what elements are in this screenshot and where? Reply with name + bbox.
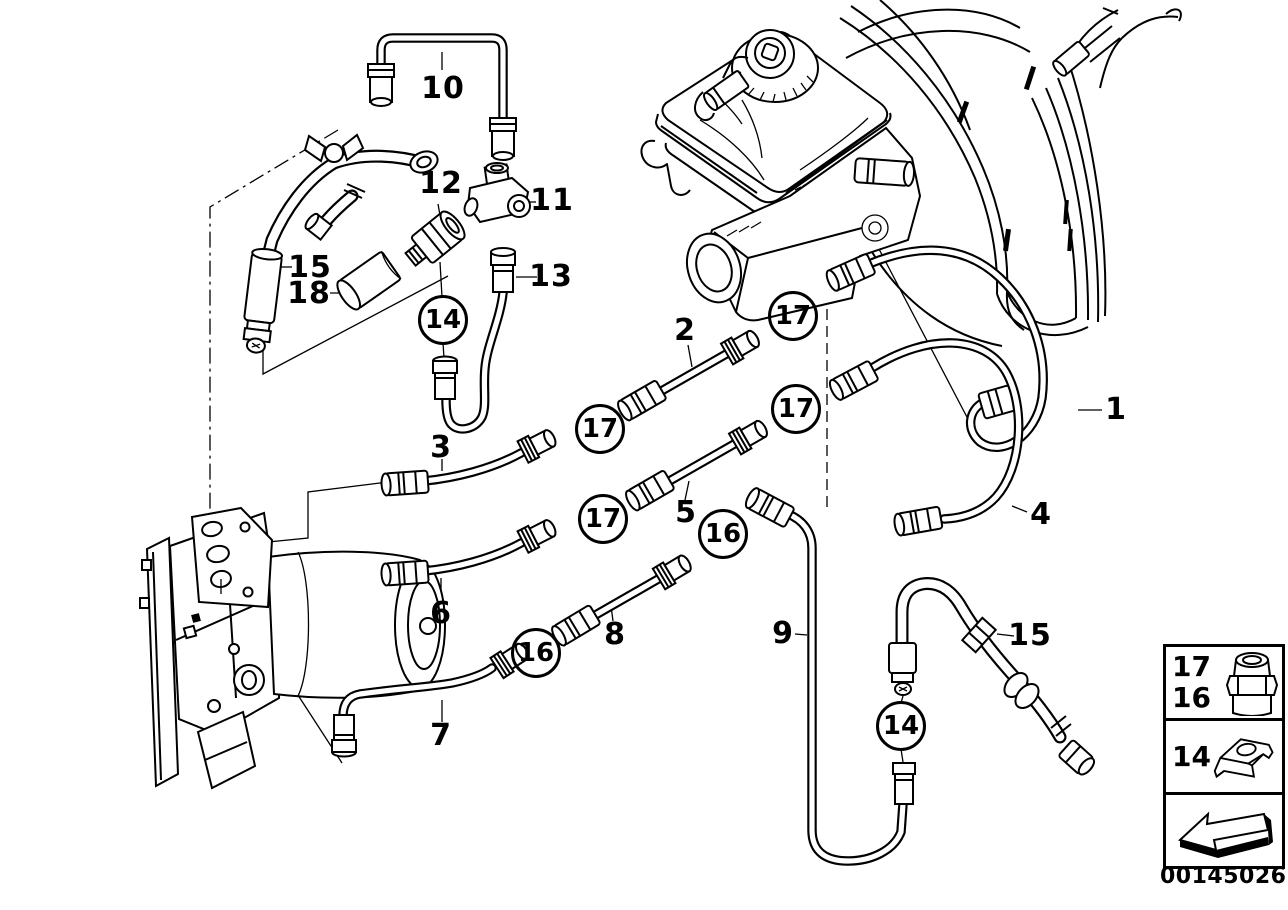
callout-pipe-10[interactable]: 10 (421, 71, 465, 106)
circled-callout-17-a[interactable]: 17 (575, 404, 625, 454)
booster-pushrod (1052, 25, 1121, 77)
direction-arrow-icon (1178, 810, 1273, 858)
circled-callout-16-b[interactable]: 16 (511, 628, 561, 678)
pipe-1 (825, 245, 1048, 452)
callout-pipe-9[interactable]: 9 (772, 616, 794, 651)
pipe-5 (625, 419, 768, 512)
brake-hose-front-right (888, 577, 1096, 776)
callout-pipe-8[interactable]: 8 (604, 617, 626, 652)
circled-callout-14-a[interactable]: 14 (418, 295, 468, 345)
pipe-13 (432, 247, 516, 434)
circled-callout-14-b[interactable]: 14 (876, 701, 926, 751)
sleeve-18 (336, 250, 402, 311)
brake-hose-front-left (242, 133, 531, 354)
callout-pipe-1[interactable]: 1 (1105, 392, 1127, 427)
pipe-10 (367, 33, 517, 161)
pipe-1-clip (977, 384, 1017, 420)
callout-pipe-3[interactable]: 3 (430, 430, 452, 465)
callout-pipe-7[interactable]: 7 (430, 718, 452, 753)
reservoir-nipple (703, 70, 750, 111)
pipe-2 (617, 329, 760, 422)
brake-booster (839, 0, 1182, 347)
legend-row-union[interactable]: 17 16 (1166, 647, 1282, 718)
hose-sleeve-15 (242, 247, 284, 354)
callout-pipe-6[interactable]: 6 (430, 596, 452, 631)
pressure-sensor-12 (404, 210, 466, 268)
check-valve (853, 157, 915, 187)
abs-hydro-unit (139, 506, 446, 790)
circled-callout-16-a[interactable]: 16 (698, 509, 748, 559)
circled-callout-17-b[interactable]: 17 (768, 291, 818, 341)
legend: 17 16 14 (1163, 644, 1285, 869)
hose-clamp (303, 133, 365, 163)
legend-label-14: 14 (1172, 739, 1211, 773)
legend-row-clip[interactable]: 14 (1166, 718, 1282, 792)
legend-label-17: 17 (1172, 650, 1211, 683)
t-junction-11 (463, 162, 531, 224)
callout-junction-11[interactable]: 11 (530, 183, 574, 218)
callout-pipe-4[interactable]: 4 (1030, 497, 1052, 532)
pipe-6 (380, 519, 557, 587)
circled-callout-17-d[interactable]: 17 (578, 494, 628, 544)
legend-row-arrow[interactable] (1166, 792, 1282, 866)
hose-banjo-end (409, 150, 439, 174)
callout-pipe-5[interactable]: 5 (675, 495, 697, 530)
drawing-number: 00145026 (1160, 864, 1287, 889)
callout-sensor-12[interactable]: 12 (419, 166, 463, 201)
callout-pipe-13[interactable]: 13 (529, 259, 573, 294)
hose-union-lower (888, 642, 917, 696)
pipe-4 (828, 338, 1024, 537)
pipe-8 (551, 554, 692, 647)
callout-pipe-2[interactable]: 2 (674, 313, 696, 348)
pipe-3 (380, 429, 557, 497)
union-fitting-icon (1225, 651, 1279, 716)
master-cylinder-assembly (640, 29, 922, 322)
callout-sleeve-18[interactable]: 18 (287, 276, 331, 311)
hose-stub-fitting (304, 212, 334, 242)
clip-bracket-icon (1213, 737, 1274, 778)
pipe-9 (744, 487, 916, 866)
callout-hose-15-left[interactable]: 15 (288, 250, 332, 285)
legend-label-16: 16 (1172, 681, 1211, 714)
callout-hose-15-right[interactable]: 15 (1008, 618, 1052, 653)
circled-callout-17-c[interactable]: 17 (771, 384, 821, 434)
